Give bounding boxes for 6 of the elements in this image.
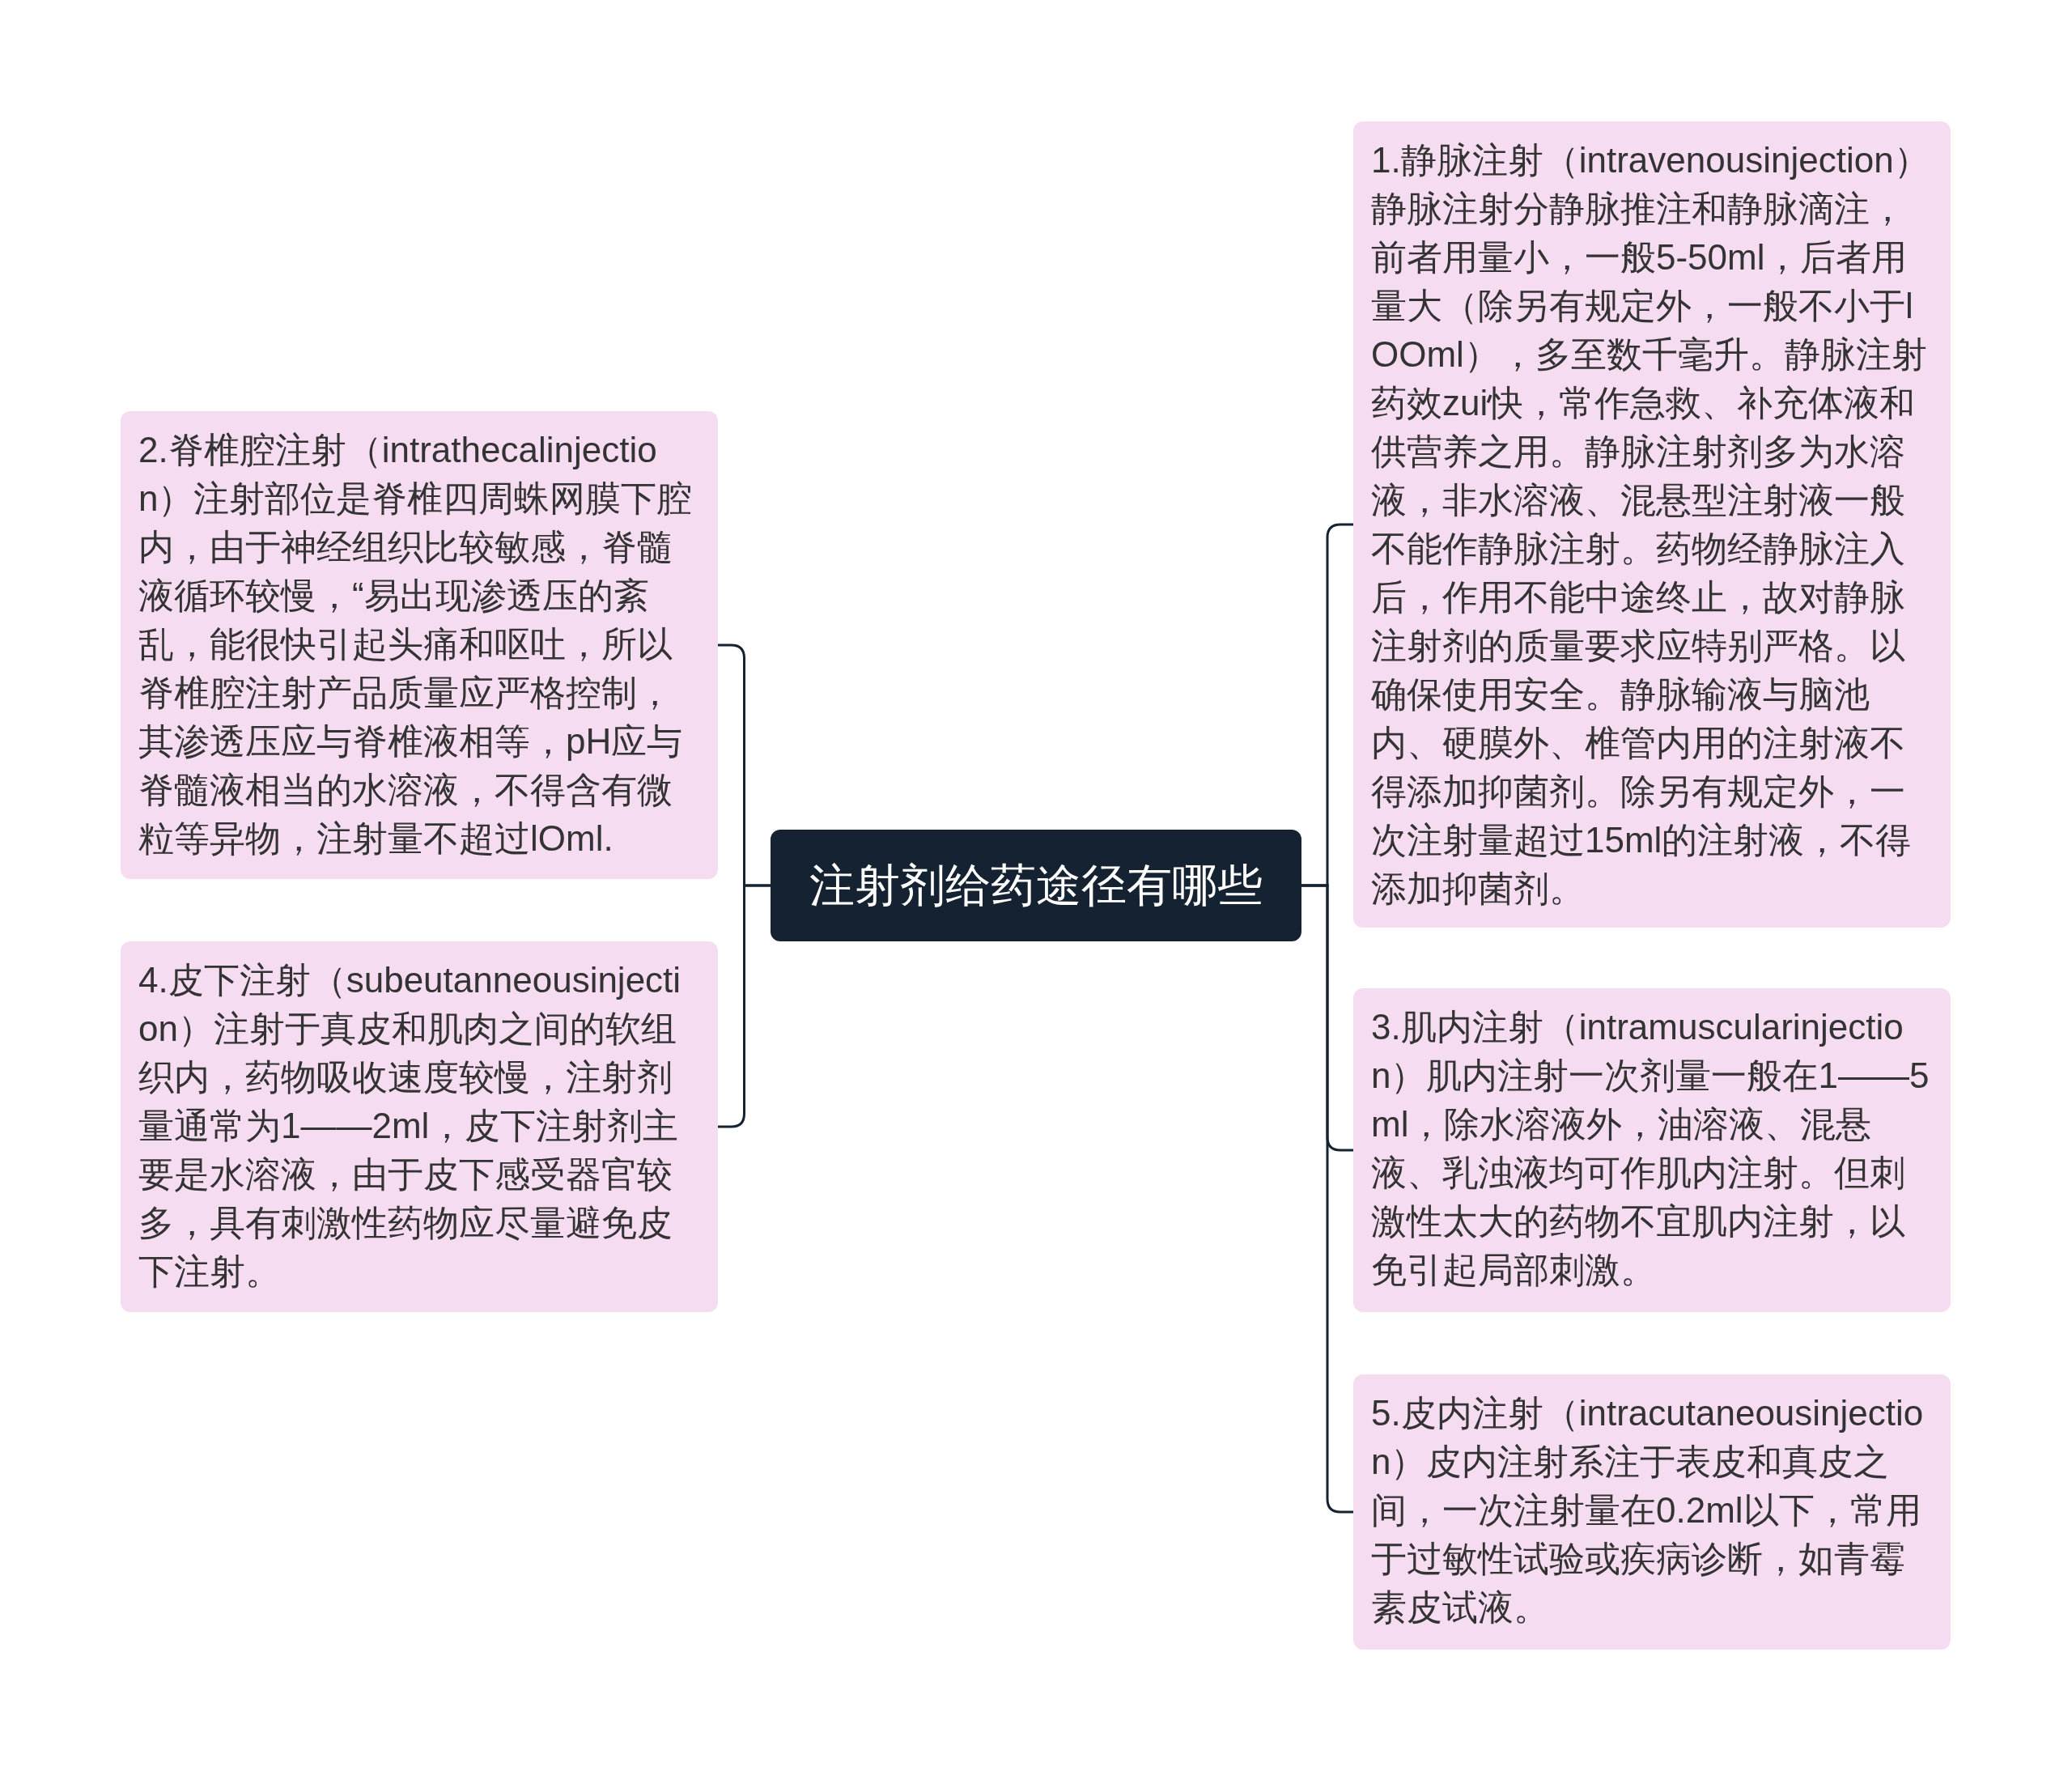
central-topic-box: 注射剂给药途径有哪些	[771, 830, 1301, 941]
topic-box: 2.脊椎腔注射（intrathecalinjection）注射部位是脊椎四周蛛网膜下腔内，由于神经组织比较敏感，脊髓液循环较慢，“易出现渗透压的紊乱，能很快引起头痛和呕吐，所以脊椎腔注射产品质量应严格控制，其渗透压应与脊椎液相等，pH应与脊髓液相当的水溶液，不得含有微粒等异物，注射量不超过lOml.	[121, 411, 718, 879]
topic-box: 1.静脉注射（intravenousinjection）静脉注射分静脉推注和静脉滴注，前者用量小，一般5-50ml，后者用量大（除另有规定外，一般不小于lOOml），多至数千毫升。静脉注射药效zui快，常作急救、补充体液和供营养之用。静脉注射剂多为水溶液，非水溶液、混悬型注射液一般不能作静脉注射。药物经静脉注入后，作用不能中途终止，故对静脉注射剂的质量要求应特别严格。以确保使用安全。静脉输液与脑池内、硬膜外、椎管内用的注射液不得添加抑菌剂。除另有规定外，一次注射量超过15ml的注射液，不得添加抑菌剂。	[1353, 121, 1951, 928]
topic-box: 5.皮内注射（intracutaneousinjection）皮内注射系注于表皮和真皮之间，一次注射量在0.2ml以下，常用于过敏性试验或疾病诊断，如青霉素皮试液。	[1353, 1374, 1951, 1650]
topic-box: 4.皮下注射（subeutanneousinjection）注射于真皮和肌肉之间的软组织内，药物吸收速度较慢，注射剂量通常为1——2ml，皮下注射剂主要是水溶液，由于皮下感受器官较多，具有刺激性药物应尽量避免皮下注射。	[121, 941, 718, 1312]
topic-box: 3.肌内注射（intramuscularinjection）肌内注射一次剂量一般在1——5ml，除水溶液外，油溶液、混悬液、乳浊液均可作肌内注射。但刺激性太大的药物不宜肌内注射，以免引起局部刺激。	[1353, 988, 1951, 1312]
